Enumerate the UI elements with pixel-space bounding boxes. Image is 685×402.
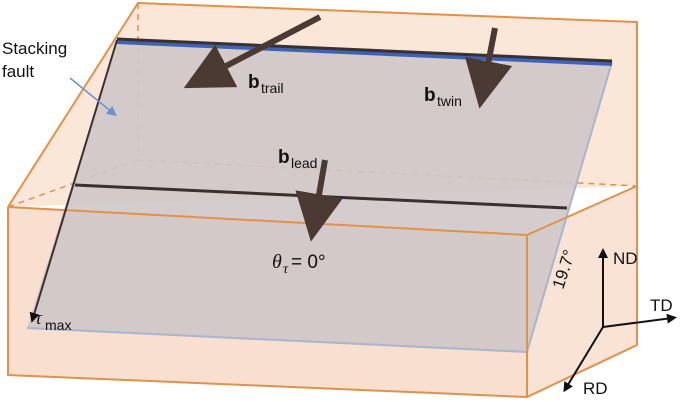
theta-symbol: θ — [272, 251, 282, 273]
box-front-top-edge — [7, 206, 528, 236]
b-trail-subscript: trail — [261, 80, 284, 96]
tau-max-arrow — [29, 39, 118, 323]
box-top-edges — [7, 1, 638, 399]
b-trail-arrow — [183, 14, 322, 89]
plane-right-edge — [526, 61, 613, 353]
b-lead-subscript: lead — [291, 155, 317, 171]
axis-nd-label: ND — [613, 249, 638, 268]
axis-rd-line — [563, 326, 604, 393]
box-right-top-edge — [526, 185, 638, 236]
theta-subscript: τ — [283, 262, 289, 277]
stacking-fault-label-line1: Stacking — [2, 39, 67, 58]
top-dislocation-line — [116, 37, 613, 63]
b-twin-label: b — [424, 85, 436, 106]
tau-max-subscript: max — [45, 317, 71, 333]
axis-td-line — [602, 313, 677, 328]
tau-max-symbol: τ — [35, 308, 43, 329]
b-lead-label: b — [278, 147, 290, 168]
b-trail-label: b — [248, 72, 260, 93]
axis-rd-label: RD — [583, 379, 608, 398]
stacking-fault-label-line2: fault — [2, 62, 34, 81]
plane-bottom-edge — [26, 327, 528, 353]
b-twin-subscript: twin — [437, 93, 462, 109]
axis-td-label: TD — [650, 296, 673, 315]
b-twin-arrow — [464, 27, 513, 109]
b-lead-arrow — [295, 159, 343, 242]
stacking-fault-pointer — [69, 77, 117, 117]
theta-value: = 0° — [291, 252, 326, 273]
